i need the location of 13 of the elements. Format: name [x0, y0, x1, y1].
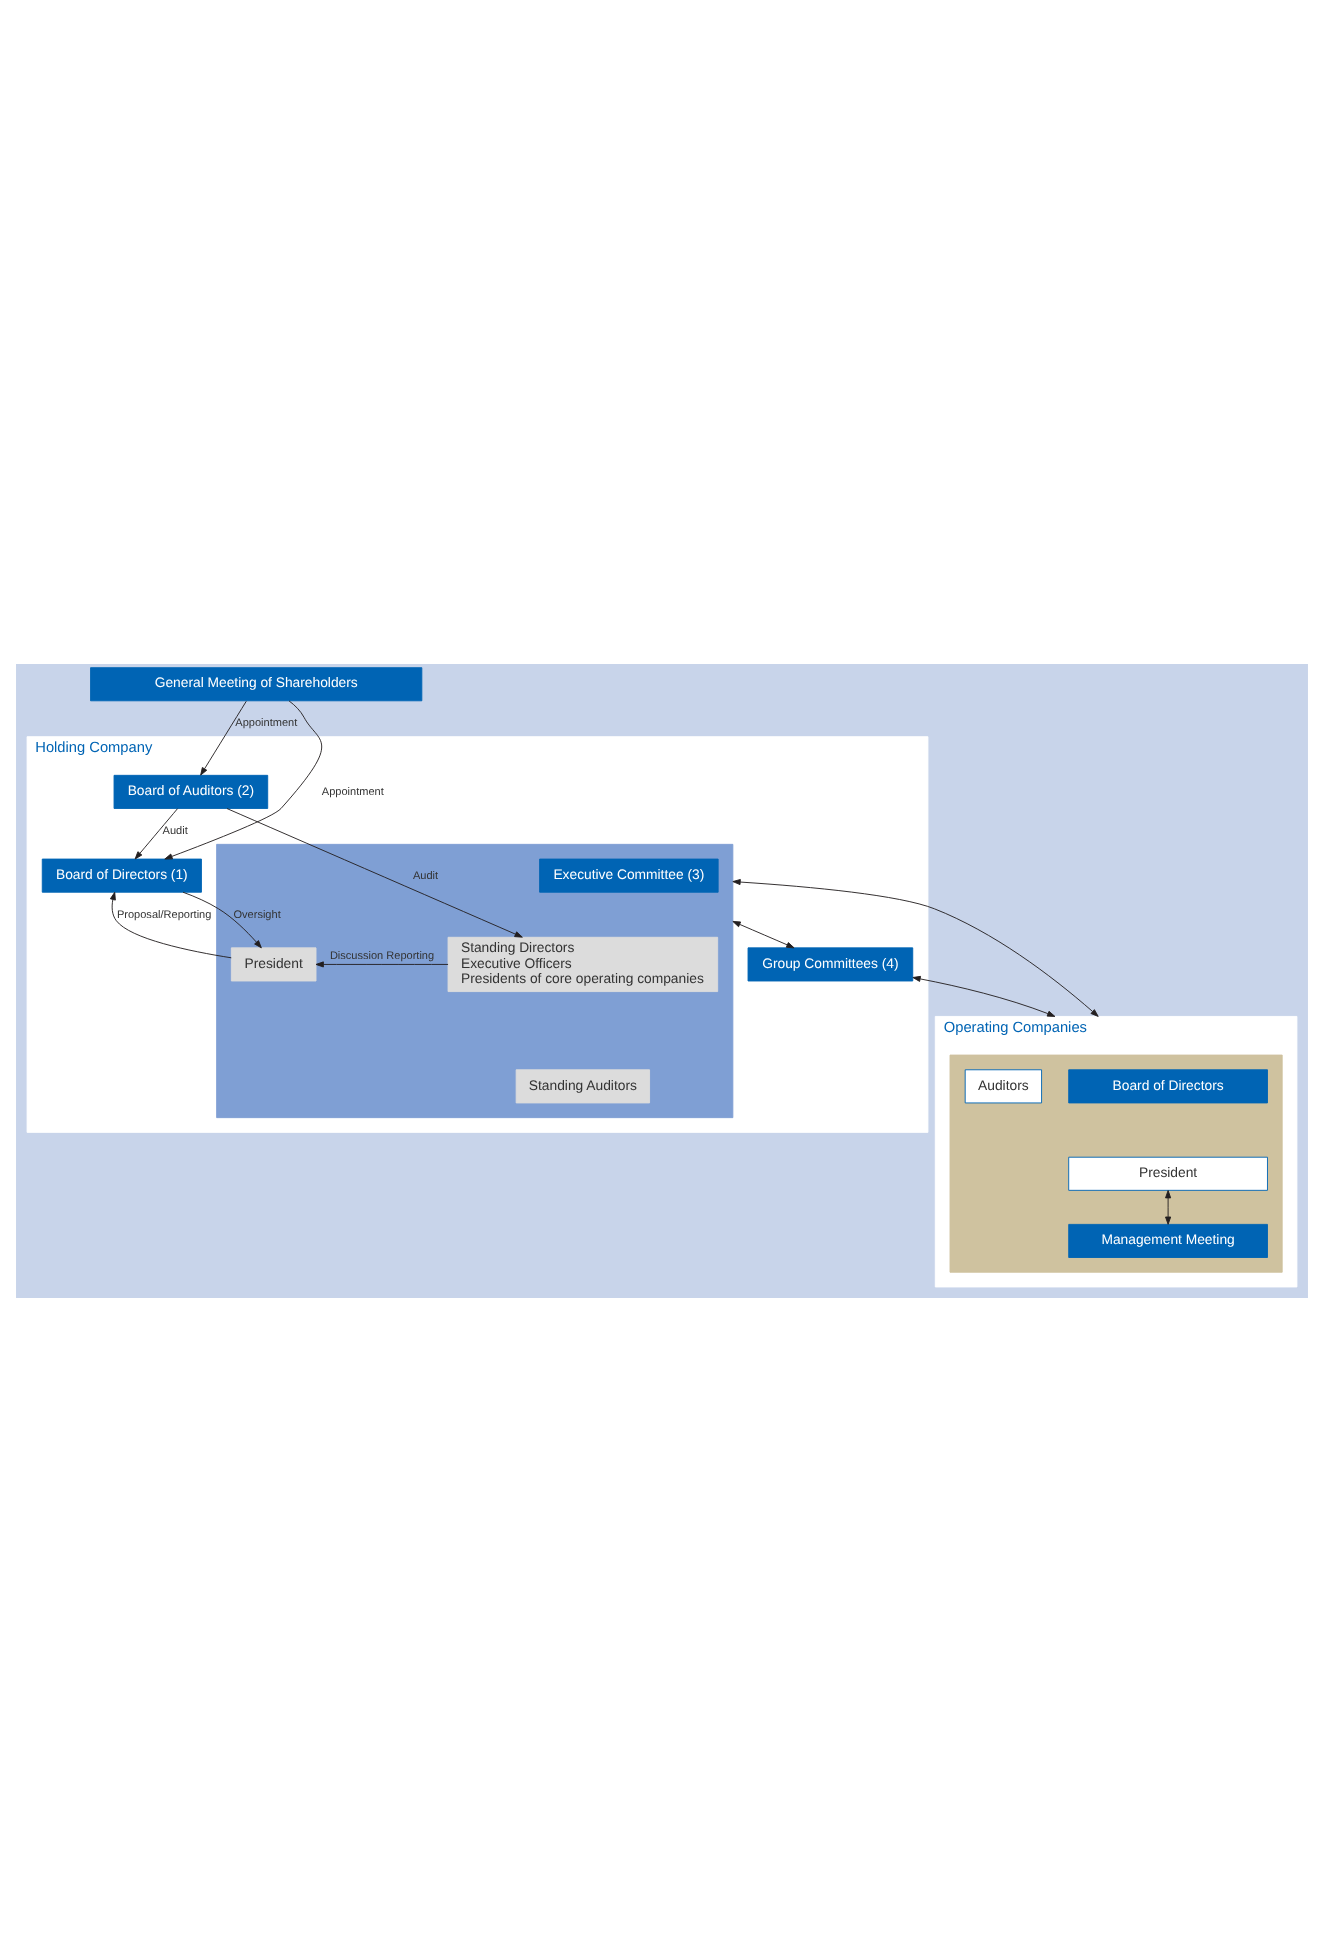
arrow	[200, 699, 247, 775]
arrow	[912, 974, 1056, 1016]
arrow	[182, 890, 262, 948]
arrow	[1165, 1189, 1172, 1224]
arrow	[109, 890, 232, 958]
arrow	[732, 878, 1099, 1016]
arrow	[164, 699, 323, 859]
arrow	[732, 919, 795, 948]
cluster	[216, 842, 734, 1118]
cluster	[949, 1053, 1283, 1272]
arrow	[315, 960, 449, 967]
arrow	[134, 807, 179, 859]
arrow	[226, 807, 523, 937]
